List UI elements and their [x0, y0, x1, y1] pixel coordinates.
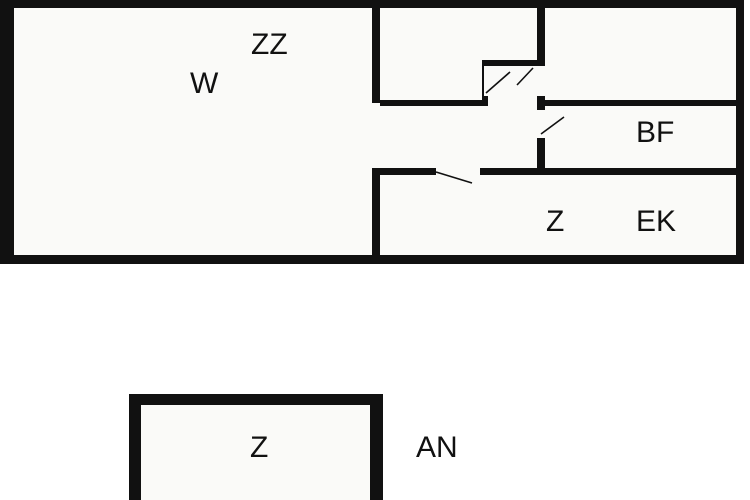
label-lower-room-extra: EK — [636, 205, 676, 238]
room-lower — [380, 175, 736, 255]
room-annex — [141, 405, 370, 500]
door-swing-lower-room — [435, 171, 473, 184]
room-top-right — [545, 8, 736, 100]
door-gap-top-right — [537, 66, 545, 96]
door-swing-top-right — [516, 67, 534, 86]
label-lower-room: Z — [546, 205, 564, 238]
label-living: W — [190, 67, 219, 100]
door-gap-top-middle — [484, 66, 488, 96]
label-living-extra: ZZ — [251, 28, 288, 61]
room-hall — [372, 103, 537, 168]
door-swing-top-middle — [485, 71, 511, 94]
door-gap-bathroom — [537, 110, 545, 138]
annex-building: Z AN — [129, 394, 458, 500]
doors — [435, 66, 565, 184]
door-swing-bathroom — [540, 116, 565, 135]
room-living — [14, 8, 372, 255]
opening-living-hall — [366, 103, 386, 168]
room-labels: W ZZ BF Z EK — [190, 28, 676, 238]
door-gap-lower-room — [436, 168, 480, 175]
label-annex-room: Z — [250, 431, 268, 464]
label-bathroom: BF — [636, 116, 674, 149]
label-annex: AN — [416, 431, 458, 464]
room-bathroom — [545, 106, 736, 168]
